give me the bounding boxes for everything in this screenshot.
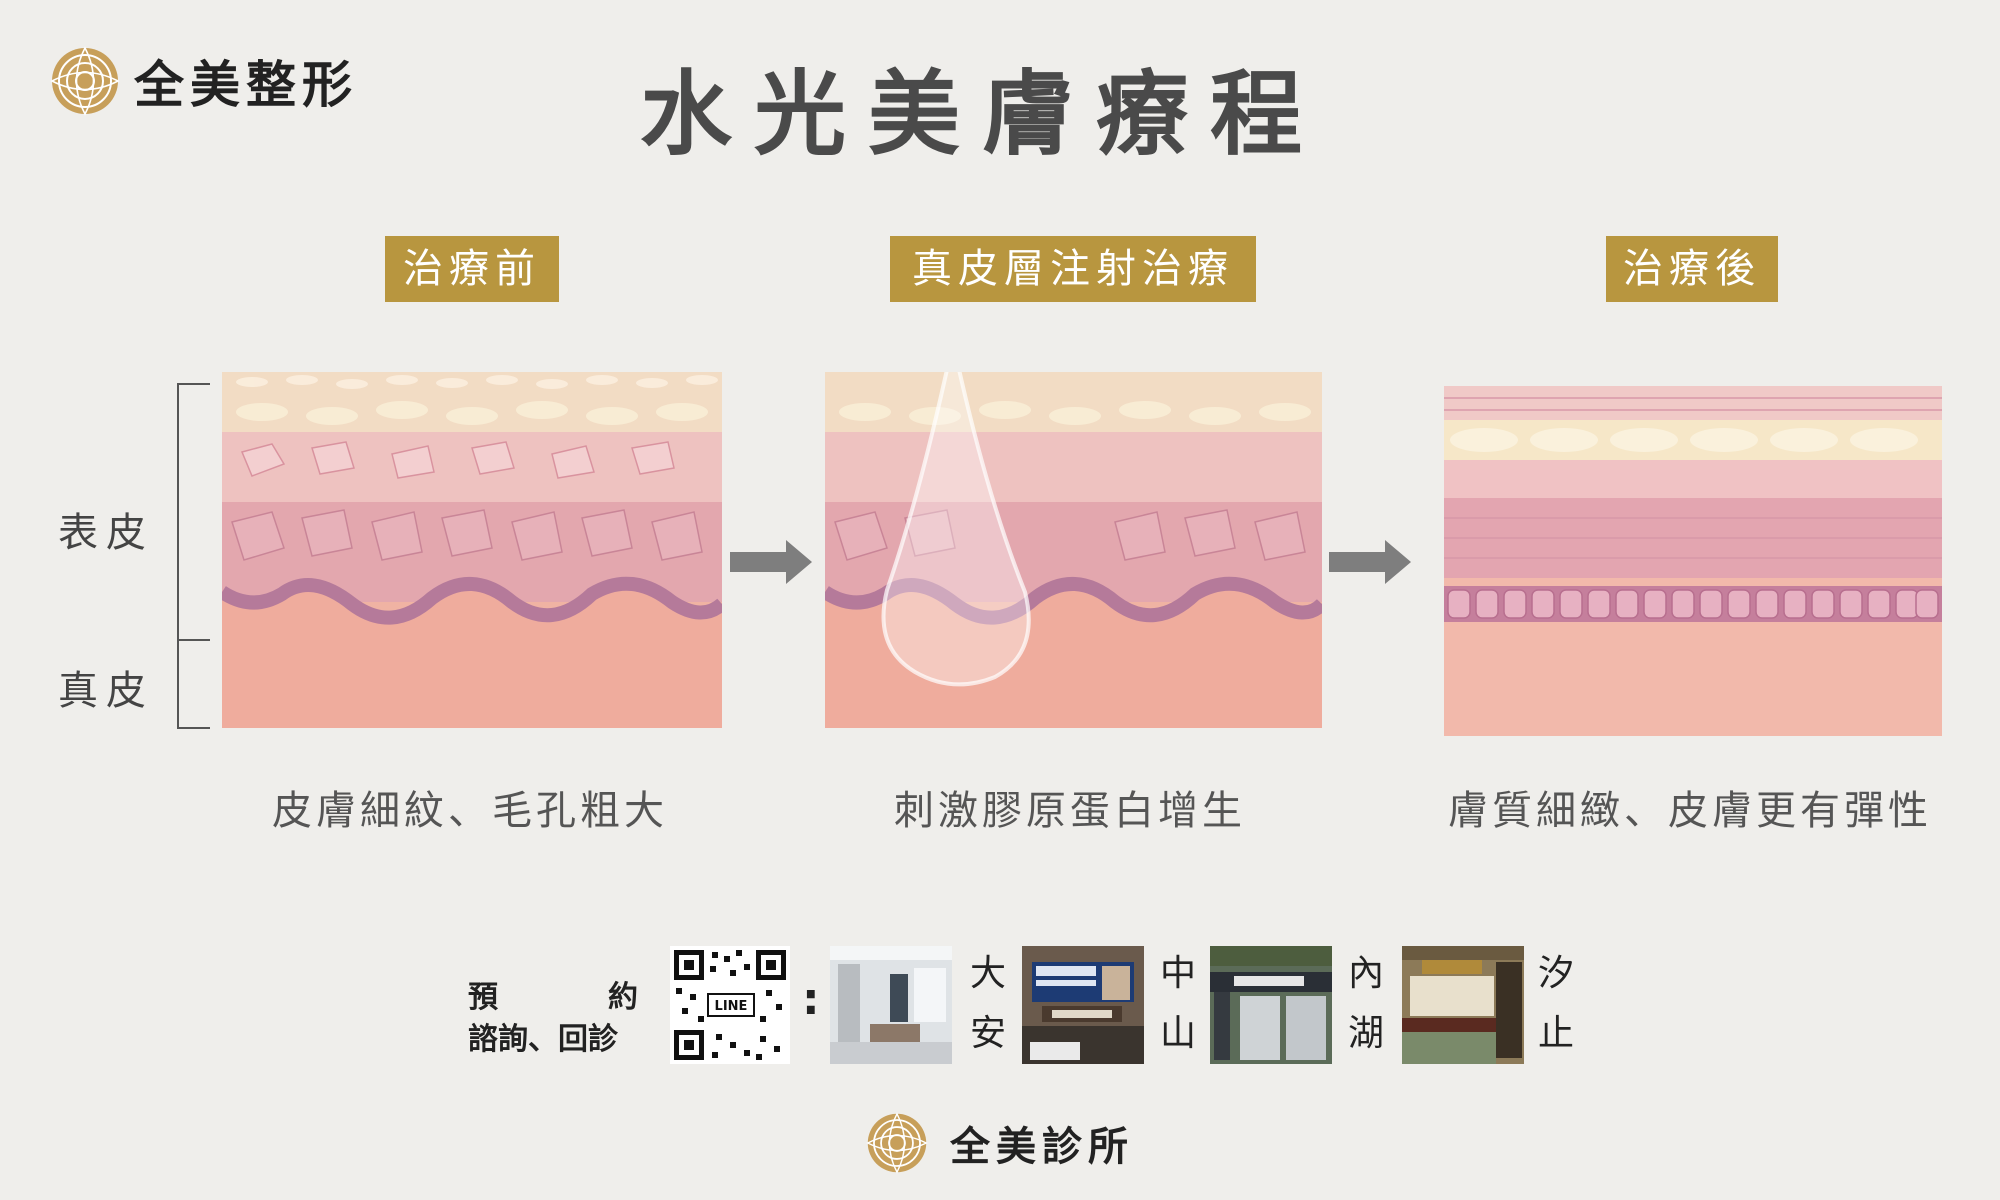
qr-line-label: LINE (715, 999, 748, 1014)
branch-char: 止 (1537, 1013, 1574, 1054)
branch-photo-neihu[interactable] (1210, 946, 1332, 1064)
branch-photo-daan[interactable] (830, 946, 952, 1064)
branch-char: 汐 (1537, 953, 1574, 994)
booking-colon: : (802, 974, 820, 1025)
caption-after: 膚質細緻、皮膚更有彈性 (1448, 788, 1932, 834)
footer-brand: 全美診所 (866, 1110, 1134, 1176)
branch-char: 中 (1159, 953, 1196, 994)
flower-emblem-icon (866, 1112, 928, 1174)
booking-label-char1: 預 (468, 980, 498, 1015)
branch-photo-xizhi[interactable] (1402, 946, 1524, 1064)
branch-char: 大 (969, 953, 1006, 994)
booking-label-line1: 預 約 (468, 972, 638, 1016)
clinic-name: 全美診所 (950, 1124, 1134, 1170)
branch-char: 湖 (1347, 1013, 1384, 1054)
branch-photo-zhongshan[interactable] (1022, 946, 1144, 1064)
stage-label-injection: 真皮層注射治療 (890, 236, 1256, 302)
layer-label-epidermis: 表皮 (58, 510, 154, 556)
brand-logo: 全美整形 (50, 46, 410, 116)
skin-diagram-after (1444, 386, 1942, 736)
caption-injection: 刺激膠原蛋白增生 (894, 788, 1246, 834)
brand-logo-text: 全美整形 (134, 55, 358, 114)
layer-bracket (177, 383, 210, 729)
layer-label-dermis: 真皮 (58, 668, 154, 714)
branch-char: 山 (1159, 1013, 1196, 1054)
branch-name-xizhi[interactable]: 汐 止 (1536, 944, 1576, 1064)
branch-name-neihu[interactable]: 內 湖 (1346, 944, 1386, 1064)
branch-name-zhongshan[interactable]: 中 山 (1158, 944, 1198, 1064)
booking-label-line2: 諮詢、回診 (468, 1022, 618, 1057)
branch-char: 安 (969, 1013, 1006, 1054)
skin-diagram-before (222, 372, 722, 728)
page-title: 水光美膚療程 (640, 61, 1325, 168)
flower-emblem-icon (50, 46, 120, 116)
arrow-right-icon (730, 540, 812, 584)
stage-label-after: 治療後 (1606, 236, 1778, 302)
branch-name-daan[interactable]: 大 安 (968, 944, 1008, 1064)
arrow-right-icon (1329, 540, 1411, 584)
caption-before: 皮膚細紋、毛孔粗大 (272, 788, 668, 834)
skin-diagram-injection (825, 372, 1322, 728)
booking-label-char2: 約 (608, 980, 638, 1015)
stage-label-before: 治療前 (385, 236, 559, 302)
line-qr-code[interactable]: LINE (670, 946, 790, 1064)
branch-char: 內 (1347, 953, 1384, 994)
